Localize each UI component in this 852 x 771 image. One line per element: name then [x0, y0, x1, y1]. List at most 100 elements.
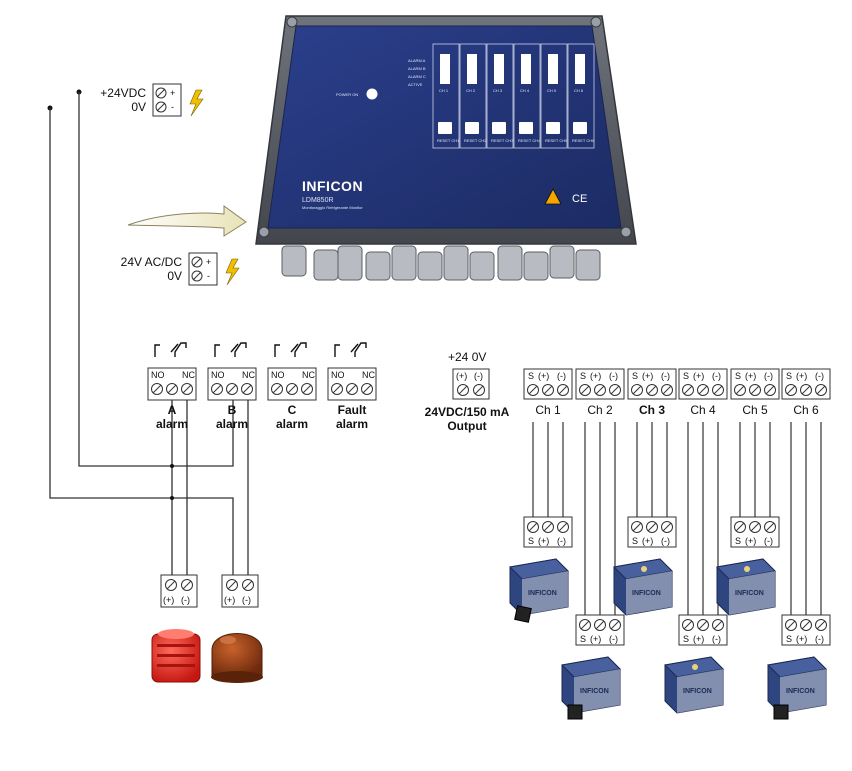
led-bar-icon [440, 54, 450, 84]
reset-button[interactable] [519, 122, 533, 134]
terminal-minus: (-) [242, 595, 251, 605]
terminal-plus: (+) [538, 536, 549, 546]
sensor-terminal-4: S(+)(-) [678, 614, 728, 646]
sensor-brand: INFICON [683, 688, 712, 695]
power-input-24vdc: +24VDC 0V + - [100, 83, 204, 117]
terminal-s: S [632, 536, 638, 546]
terminal-plus: (+) [745, 371, 756, 381]
reset-label: RESET CH2 [464, 138, 487, 143]
terminal-plus: (+) [224, 595, 235, 605]
sensor-brand: INFICON [786, 688, 815, 695]
terminal-s: S [683, 371, 689, 381]
power-label-line1: 24V AC/DC [121, 255, 183, 269]
terminal-block [160, 574, 198, 608]
status-label-active: ACTIVE [408, 82, 423, 87]
terminal-minus: (-) [661, 536, 670, 546]
output-label-2: Output [447, 419, 486, 433]
terminal-plus: (+) [538, 371, 549, 381]
power-label-line1: +24VDC [100, 86, 146, 100]
led-bar-icon [548, 54, 558, 84]
relay-sub: alarm [276, 417, 308, 431]
sensor-brand: INFICON [528, 590, 557, 597]
relay-name: Fault [338, 403, 367, 417]
terminal-plus: (+) [642, 536, 653, 546]
sensor-brand: INFICON [735, 590, 764, 597]
terminal-s: S [580, 371, 586, 381]
relay-no-label: NO [151, 370, 165, 380]
channel-terminal-2: S(+)(-)Ch 2 [575, 368, 625, 417]
panel-channel-label: CH 3 [493, 88, 503, 93]
controller-subtitle: Monitoraggio Refrigerante Monitor [302, 205, 363, 210]
panel-channel-label: CH 1 [439, 88, 449, 93]
relay-nc-label: NC [302, 370, 315, 380]
output-voltage-label: +24 0V [448, 350, 486, 364]
terminal-minus: (-) [712, 634, 721, 644]
ce-mark: CE [572, 193, 587, 205]
pointer-arrow-icon [127, 205, 247, 237]
channel-name: Ch 6 [793, 403, 819, 417]
power-input-24vacdc: 24V AC/DC 0V + - [121, 252, 240, 286]
terminal-s: S [735, 371, 741, 381]
output-label: 24VDC/150 mA [425, 405, 510, 419]
channel-terminal-1: S(+)(-)Ch 1 [523, 368, 573, 417]
led-bar-icon [467, 54, 477, 84]
terminal-minus: (-) [815, 634, 824, 644]
beacon-icon [211, 633, 263, 683]
reset-button[interactable] [573, 122, 587, 134]
gas-sensor-icon: INFICON [663, 656, 725, 714]
terminal-minus: (-) [815, 371, 824, 381]
terminal-minus: (-) [609, 634, 618, 644]
relay-nc-label: NC [242, 370, 255, 380]
terminal-minus: (-) [609, 371, 618, 381]
terminal-s: S [786, 371, 792, 381]
panel-channel-label: CH 4 [520, 88, 530, 93]
sensor-terminal-6: S(+)(-) [781, 614, 831, 646]
power-label-line2: 0V [167, 269, 182, 283]
controller-unit: ALARM A ALARM B ALARM C ACTIVE POWER ON … [255, 15, 637, 281]
terminal-minus: (-) [557, 536, 566, 546]
channel-name: Ch 4 [690, 403, 716, 417]
sensor-terminal-5: S(+)(-) [730, 516, 780, 548]
sensor-brand: INFICON [580, 688, 609, 695]
channel-terminal-3: S(+)(-)Ch 3 [627, 368, 677, 417]
reset-button[interactable] [546, 122, 560, 134]
terminal-minus: (-) [557, 371, 566, 381]
reset-label: RESET CH3 [491, 138, 514, 143]
relay-nc-label: NC [182, 370, 195, 380]
relay-sub: alarm [216, 417, 248, 431]
reset-button[interactable] [465, 122, 479, 134]
channel-terminal-5: S(+)(-)Ch 5 [730, 368, 780, 417]
terminal-s: S [632, 371, 638, 381]
channel-name: Ch 3 [639, 403, 665, 417]
relay-name: B [228, 403, 237, 417]
panel-channel-label: CH 6 [574, 88, 584, 93]
terminal-minus: (-) [474, 371, 483, 381]
power-label-line2: 0V [131, 100, 146, 114]
screw-icon [620, 226, 632, 238]
sensor-terminal-2: S(+)(-) [575, 614, 625, 646]
relay-name: A [168, 403, 177, 417]
status-label-alarm-a: ALARM A [408, 58, 426, 63]
relay-sub: alarm [156, 417, 188, 431]
terminal-plus: (+) [796, 371, 807, 381]
status-label-alarm-b: ALARM B [408, 66, 426, 71]
terminal-plus: (+) [590, 371, 601, 381]
terminal-plus: + [170, 88, 175, 98]
led-bar-icon [494, 54, 504, 84]
reset-button[interactable] [438, 122, 452, 134]
terminal-minus: (-) [764, 536, 773, 546]
channel-led-panel: CH 1 CH 2 CH 3 CH 4 CH 5 CH 6 RESET CH1 … [432, 43, 595, 149]
relay-no-label: NO [211, 370, 225, 380]
reset-label: RESET CH1 [437, 138, 460, 143]
gas-sensor-icon: INFICON [508, 558, 570, 623]
controller-model: LDM850R [302, 197, 334, 204]
alarm-wiring [47, 89, 249, 578]
power-indicator-icon [366, 88, 378, 100]
panel-channel-label: CH 5 [547, 88, 557, 93]
reset-button[interactable] [492, 122, 506, 134]
